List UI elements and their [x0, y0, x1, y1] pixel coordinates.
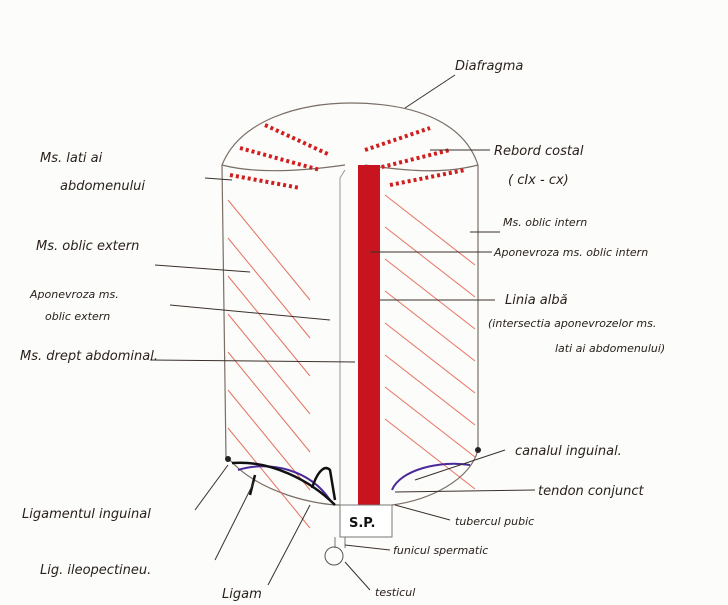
hatch-line: [227, 313, 311, 415]
sp-box: [339, 504, 393, 538]
testicle-shape: [324, 546, 344, 566]
label-linia-alba-note-2: lati ai abdomenului): [555, 342, 665, 355]
hatch-line: [384, 418, 476, 490]
hatch-line: [384, 226, 476, 298]
left-wall: [221, 164, 227, 459]
hatch-line: [227, 199, 311, 301]
sp-label: S.P.: [349, 516, 375, 531]
muscle-hatching: [227, 194, 476, 529]
label-linia-alba: Linia albă: [505, 293, 568, 308]
hatch-line: [227, 237, 311, 339]
label-tubercul-pubic: tubercul pubic: [455, 515, 534, 528]
label-ms-lati: Ms. lati ai: [40, 151, 103, 166]
diaphragm-dome: [221, 102, 479, 166]
hatch-line: [384, 322, 476, 394]
label-apon-oblic-extern-2: oblic extern: [45, 310, 110, 323]
hatch-line: [227, 427, 311, 529]
label-lig-ileopectineu: Lig. ileopectineu.: [40, 563, 151, 578]
label-funicul-spermatic: funicul spermatic: [393, 544, 488, 557]
hatch-line: [384, 258, 476, 330]
label-rebord-costal-2: ( cIx - cx): [508, 173, 569, 188]
label-apon-oblic-intern: Aponevroza ms. oblic intern: [493, 246, 648, 259]
hatch-line: [227, 351, 311, 453]
hatch-line: [384, 354, 476, 426]
label-lig-inguinal: Ligamentul inguinal: [22, 507, 151, 522]
label-canal-inguinal: canalul inguinal.: [515, 444, 622, 459]
bottom-left: [227, 457, 341, 506]
rib-hatches: [229, 123, 466, 190]
label-diafragma: Diafragma: [455, 59, 523, 74]
zigzag-line: [339, 169, 346, 506]
linia-alba-strip: [358, 165, 380, 505]
label-oblic-intern: Ms. oblic intern: [503, 216, 587, 229]
label-oblic-extern: Ms. oblic extern: [36, 239, 139, 254]
hatch-line: [384, 386, 476, 458]
label-ligam-cut: Ligam: [222, 587, 262, 602]
body-outline: [221, 102, 479, 506]
hatch-line: [227, 275, 311, 377]
bottom-right: [391, 449, 479, 506]
label-apon-oblic-extern: Aponevroza ms.: [29, 288, 119, 301]
label-drept-abdominal: Ms. drept abdominal.: [20, 349, 158, 364]
hatch-line: [384, 290, 476, 362]
label-rebord-costal: Rebord costal: [494, 144, 584, 159]
ligaments: [237, 462, 471, 501]
label-linia-alba-note: (intersectia aponevrozelor ms.: [488, 317, 656, 330]
hatch-line: [384, 194, 476, 266]
label-testicul: testicul: [375, 586, 415, 599]
hatch-line: [227, 389, 311, 491]
leader-lines: [149, 74, 536, 591]
label-ms-lati-2: abdomenului: [60, 179, 145, 194]
label-tendon-conjunct: tendon conjunct: [538, 484, 644, 499]
